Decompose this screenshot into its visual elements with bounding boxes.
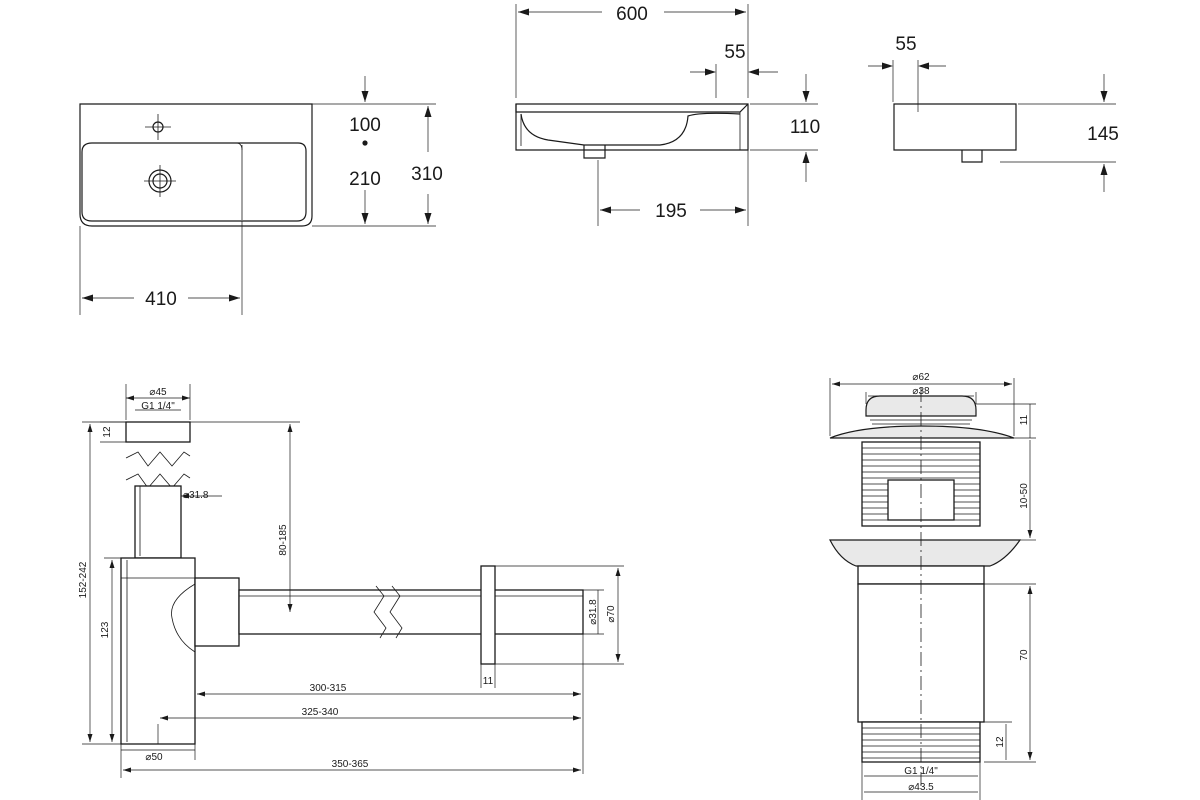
valve-flange bbox=[829, 425, 1015, 439]
dim-side-width: 55 bbox=[724, 42, 745, 63]
dim-side-width: 55 bbox=[895, 34, 916, 55]
siphon-outlet-pipe bbox=[238, 589, 584, 635]
siphon-rosette bbox=[480, 565, 496, 665]
basin-top-outline bbox=[79, 103, 313, 227]
dim-thread-height: 12 bbox=[995, 736, 1006, 748]
basin-bowl-section bbox=[520, 112, 741, 146]
siphon-drawing: ⌀45 G1 1/4" 12 ⌀31.8 80-185 152-242 123 bbox=[78, 384, 624, 778]
dim-adjust-height: 80-185 bbox=[278, 524, 289, 556]
dim-total-height: 152-242 bbox=[78, 561, 89, 598]
tap-hole-icon bbox=[145, 114, 171, 140]
siphon-vertical-tube bbox=[134, 485, 182, 559]
basin-front-view: 600 55 110 195 bbox=[515, 4, 820, 226]
dim-clamp-range: 10-50 bbox=[1019, 483, 1030, 509]
dim-bowl-depth: 210 bbox=[349, 169, 381, 190]
dim-basin-depth: 310 bbox=[411, 164, 443, 185]
basin-side-outline bbox=[893, 103, 1017, 151]
basin-side-view: 55 145 bbox=[868, 34, 1119, 192]
dim-flange-dia: ⌀62 bbox=[912, 372, 930, 383]
basin-front-outline bbox=[515, 103, 749, 151]
dim-top-thread: G1 1/4" bbox=[141, 401, 175, 412]
dim-drain-offset: 195 bbox=[655, 201, 687, 222]
dim-nut-height: 12 bbox=[102, 426, 113, 438]
basin-bowl-outline bbox=[81, 142, 307, 222]
dim-tube-dia: ⌀31.8 bbox=[183, 490, 209, 501]
dim-length-1: 300-315 bbox=[310, 683, 347, 694]
dim-length-3: 350-365 bbox=[332, 759, 369, 770]
dim-body-dia: ⌀50 bbox=[145, 752, 163, 763]
dim-overall-width: 600 bbox=[616, 4, 648, 25]
dim-body-height: 70 bbox=[1019, 649, 1030, 661]
dim-rosette-thick: 11 bbox=[483, 676, 494, 687]
dim-front-depth: 100 bbox=[349, 115, 381, 136]
dim-cap-dia: ⌀38 bbox=[912, 386, 930, 397]
dim-body-height: 123 bbox=[100, 621, 111, 638]
dim-length-2: 325-340 bbox=[302, 707, 339, 718]
dim-basin-width: 410 bbox=[145, 289, 177, 310]
siphon-top-nut bbox=[125, 421, 191, 443]
dim-outlet-dia: ⌀31.8 bbox=[588, 599, 599, 625]
dim-cap-height: 11 bbox=[1019, 414, 1030, 425]
basin-top-view: 410 310 100 210 bbox=[79, 76, 443, 315]
dim-thread: G1 1/4" bbox=[904, 766, 938, 777]
dim-side-height: 145 bbox=[1087, 124, 1119, 145]
dim-top-dia: ⌀45 bbox=[149, 387, 167, 398]
dim-rosette-dia: ⌀70 bbox=[606, 605, 617, 623]
siphon-body bbox=[120, 557, 196, 745]
drain-hole-icon bbox=[144, 165, 176, 197]
dim-bottom-dia: ⌀43.5 bbox=[908, 782, 934, 793]
drain-valve-drawing: ⌀62 ⌀38 11 10-50 70 12 G1 1/4" ⌀43.5 bbox=[829, 372, 1036, 800]
dim-height: 110 bbox=[790, 117, 820, 138]
